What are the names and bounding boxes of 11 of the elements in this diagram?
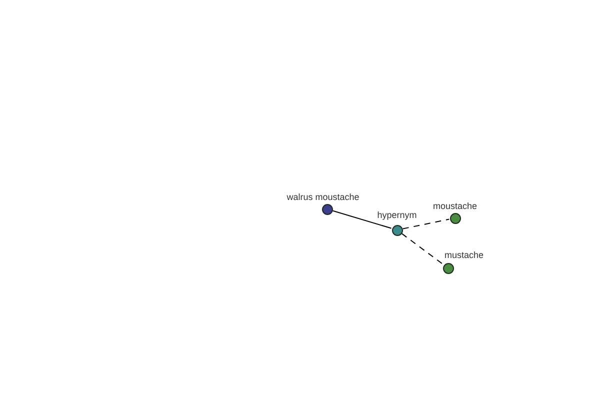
node-label: hypernym [377,210,417,221]
node-dot [450,212,460,224]
node-label: moustache [432,201,478,212]
node-dot [442,262,454,274]
connector-line [401,233,444,265]
node-dot [392,224,402,236]
node-label: walrus moustache [286,192,360,203]
node-label: mustache [444,250,484,261]
connector-line [402,218,450,230]
connector-line [332,210,392,229]
node-dot [322,204,332,214]
